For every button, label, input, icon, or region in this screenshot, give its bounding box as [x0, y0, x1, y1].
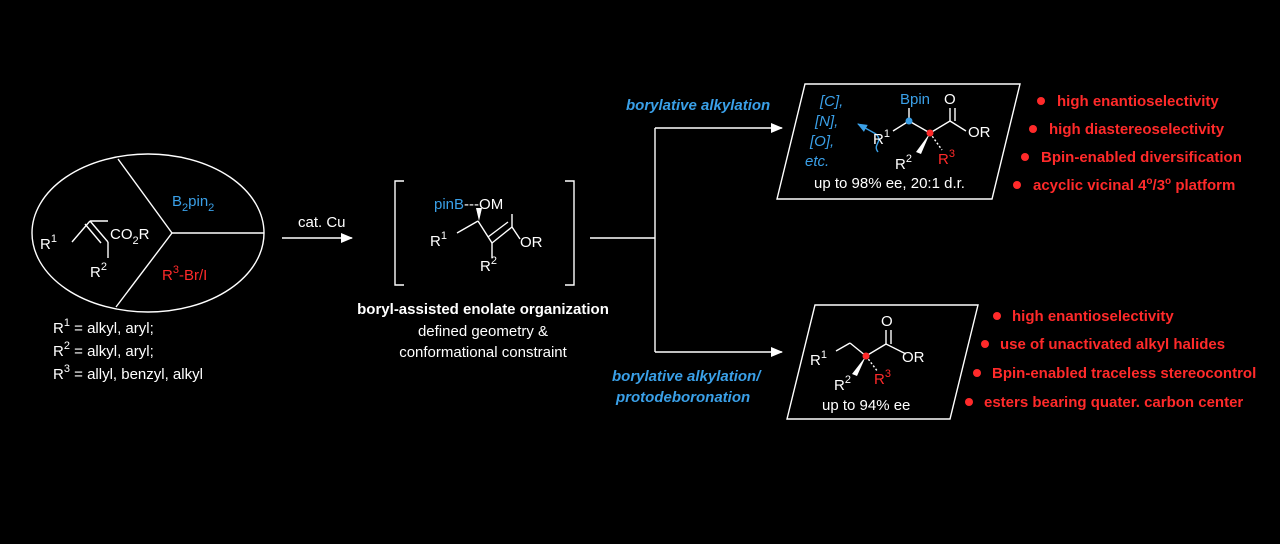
bottom-product-frame: [786, 304, 979, 420]
alkyl-halide-reagent: R3-Br/I: [162, 264, 207, 284]
top-carbonyl-o: O: [944, 91, 956, 108]
intermediate-or: OR: [520, 234, 543, 251]
bottom-r2: R2: [834, 374, 851, 394]
top-selectivity: up to 98% ee, 20:1 d.r.: [814, 175, 965, 192]
catalyst-label: cat. Cu: [298, 214, 346, 231]
bottom-r3: R3: [874, 368, 891, 388]
bottom-product-structure: [835, 330, 907, 376]
substrate-r2: R2: [90, 261, 107, 281]
intermediate-subtitle-1: defined geometry &: [418, 323, 548, 340]
top-bullet: Bpin-enabled diversification: [1041, 149, 1242, 166]
bottom-or: OR: [902, 349, 925, 366]
bottom-bullet: high enantioselectivity: [1012, 308, 1174, 325]
top-bullet: high diastereoselectivity: [1049, 121, 1225, 138]
bottom-r1: R1: [810, 349, 827, 369]
bottom-bullet-list: high enantioselectivity use of unactivat…: [965, 308, 1256, 411]
top-product-structure: [857, 108, 967, 154]
intermediate-title: boryl-assisted enolate organization: [357, 301, 609, 318]
top-product-frame: [776, 83, 1021, 200]
bottom-bullet: Bpin-enabled traceless stereocontrol: [992, 365, 1256, 382]
top-bullet-list: high enantioselectivity high diastereose…: [1013, 93, 1242, 194]
bottom-branch-label-2: protodeboronation: [615, 389, 750, 406]
top-branch-label: borylative alkylation: [626, 97, 770, 114]
top-r2: R2: [895, 153, 912, 173]
top-or: OR: [968, 124, 991, 141]
b2pin2-reagent: B2pin2: [172, 193, 214, 214]
diversify-o: [O],: [809, 133, 834, 150]
diversify-n: [N],: [814, 113, 838, 130]
bottom-bullet: esters bearing quater. carbon center: [984, 394, 1243, 411]
substrate-ellipse: [31, 153, 265, 313]
intermediate-structure: [456, 208, 521, 258]
bottom-selectivity: up to 94% ee: [822, 397, 910, 414]
intermediate-subtitle-2: conformational constraint: [399, 344, 567, 361]
acrylate-structure: [71, 220, 109, 258]
branch-arrows: [590, 123, 783, 357]
bottom-carbonyl-o: O: [881, 313, 893, 330]
r1-definition: R1 = alkyl, aryl;: [53, 317, 154, 337]
substrate-r1: R1: [40, 233, 57, 253]
bottom-bullet: use of unactivated alkyl halides: [1000, 336, 1225, 353]
top-r3: R3: [938, 148, 955, 168]
top-bullet: acyclic vicinal 4o/3o platform: [1033, 176, 1235, 194]
intermediate-brackets: [394, 180, 575, 286]
r3-definition: R3 = allyl, benzyl, alkyl: [53, 363, 203, 383]
top-bullet: high enantioselectivity: [1057, 93, 1219, 110]
substrate-co2r: CO2R: [110, 226, 150, 247]
intermediate-pinb: pinB---OM: [434, 196, 503, 213]
intermediate-r1: R1: [430, 230, 447, 250]
top-r1: R1: [873, 128, 890, 148]
intermediate-r2: R2: [480, 255, 497, 275]
r2-definition: R2 = alkyl, aryl;: [53, 340, 154, 360]
bottom-branch-label-1: borylative alkylation/: [612, 368, 762, 385]
top-bpin: Bpin: [900, 91, 930, 108]
diversify-etc: etc.: [805, 153, 829, 170]
diversify-c: [C],: [819, 93, 843, 110]
